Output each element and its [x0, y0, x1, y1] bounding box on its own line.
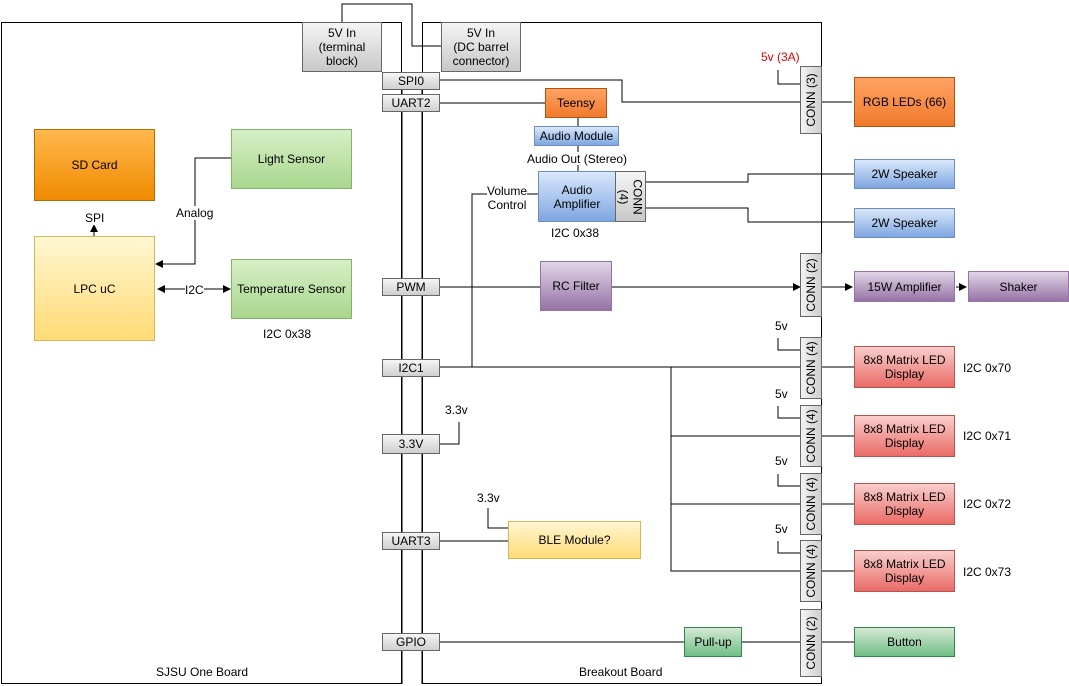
pwm-connector-label: CONN (2) — [804, 258, 818, 312]
v33-label-a: 3.3v — [445, 403, 468, 417]
i2c-label: I2C — [185, 283, 204, 297]
rgb-connector-label: CONN (3) — [804, 73, 818, 127]
matrix-led-display-3: 8x8 Matrix LED Display — [854, 483, 955, 525]
volume-control-label: Volume Control — [487, 184, 528, 212]
breakout-board — [422, 22, 822, 684]
matrix-2-address: I2C 0x71 — [963, 429, 1012, 443]
sd-card: SD Card — [34, 129, 155, 201]
rgb-connector: CONN (3) — [800, 66, 822, 134]
matrix-connector-4-label: CONN (4) — [804, 544, 818, 598]
matrix-connector-1: CONN (4) — [800, 337, 822, 399]
button-connector: CONN (2) — [800, 609, 822, 677]
matrix-connector-3-label: CONN (4) — [804, 477, 818, 531]
matrix-3-power-label: 5v — [775, 454, 788, 468]
port-spi0: SPI0 — [382, 72, 440, 90]
audio-amplifier-connector-label: CONN (4) — [616, 178, 645, 215]
ble-module: BLE Module? — [508, 521, 641, 559]
teensy: Teensy — [545, 88, 607, 118]
audio-amplifier: Audio Amplifier — [538, 171, 616, 222]
matrix-connector-4: CONN (4) — [800, 540, 822, 602]
port-uart3: UART3 — [382, 532, 440, 550]
rgb-leds: RGB LEDs (66) — [854, 77, 955, 127]
matrix-1-power-label: 5v — [775, 319, 788, 333]
port-gpio: GPIO — [382, 633, 440, 651]
matrix-led-display-2: 8x8 Matrix LED Display — [854, 415, 955, 457]
shaker: Shaker — [968, 271, 1069, 302]
matrix-connector-2: CONN (4) — [800, 405, 822, 467]
audio-amplifier-connector: CONN (4) — [615, 171, 646, 222]
matrix-led-display-1: 8x8 Matrix LED Display — [854, 346, 955, 388]
matrix-connector-1-label: CONN (4) — [804, 341, 818, 395]
pull-up-resistor: Pull-up — [684, 627, 742, 657]
button: Button — [854, 627, 955, 657]
rgb-power-label: 5v (3A) — [761, 50, 800, 64]
port-3v3: 3.3V — [382, 434, 440, 454]
matrix-connector-3: CONN (4) — [800, 473, 822, 535]
spi-label: SPI — [85, 211, 105, 225]
power-input-barrel-connector: 5V In (DC barrel connector) — [441, 22, 521, 72]
analog-label: Analog — [176, 206, 214, 220]
lpc-microcontroller: LPC uC — [34, 236, 155, 341]
speaker-1: 2W Speaker — [854, 159, 955, 189]
matrix-1-address: I2C 0x70 — [963, 361, 1012, 375]
sjsu-board-label: SJSU One Board — [156, 665, 249, 679]
audio-module: Audio Module — [534, 126, 619, 146]
matrix-2-power-label: 5v — [775, 387, 788, 401]
matrix-led-display-4: 8x8 Matrix LED Display — [854, 550, 955, 592]
amplifier-15w: 15W Amplifier — [854, 271, 955, 302]
light-sensor: Light Sensor — [231, 129, 352, 189]
audio-out-label: Audio Out (Stereo) — [527, 152, 628, 166]
temperature-sensor-address: I2C 0x38 — [263, 327, 312, 341]
matrix-3-address: I2C 0x72 — [963, 497, 1012, 511]
audio-amplifier-address: I2C 0x38 — [551, 226, 600, 240]
speaker-2: 2W Speaker — [854, 208, 955, 238]
temperature-sensor: Temperature Sensor — [231, 259, 352, 319]
matrix-connector-2-label: CONN (4) — [804, 409, 818, 463]
rc-filter: RC Filter — [540, 261, 612, 311]
pwm-connector: CONN (2) — [800, 253, 822, 317]
port-uart2: UART2 — [382, 94, 440, 112]
v33-label-b: 3.3v — [477, 491, 500, 505]
button-connector-label: CONN (2) — [804, 616, 818, 670]
power-input-terminal-block: 5V In (terminal block) — [302, 22, 382, 72]
port-pwm: PWM — [382, 278, 440, 296]
matrix-4-power-label: 5v — [775, 522, 788, 536]
breakout-board-label: Breakout Board — [579, 665, 663, 679]
matrix-4-address: I2C 0x73 — [963, 565, 1012, 579]
port-i2c1: I2C1 — [382, 359, 440, 377]
